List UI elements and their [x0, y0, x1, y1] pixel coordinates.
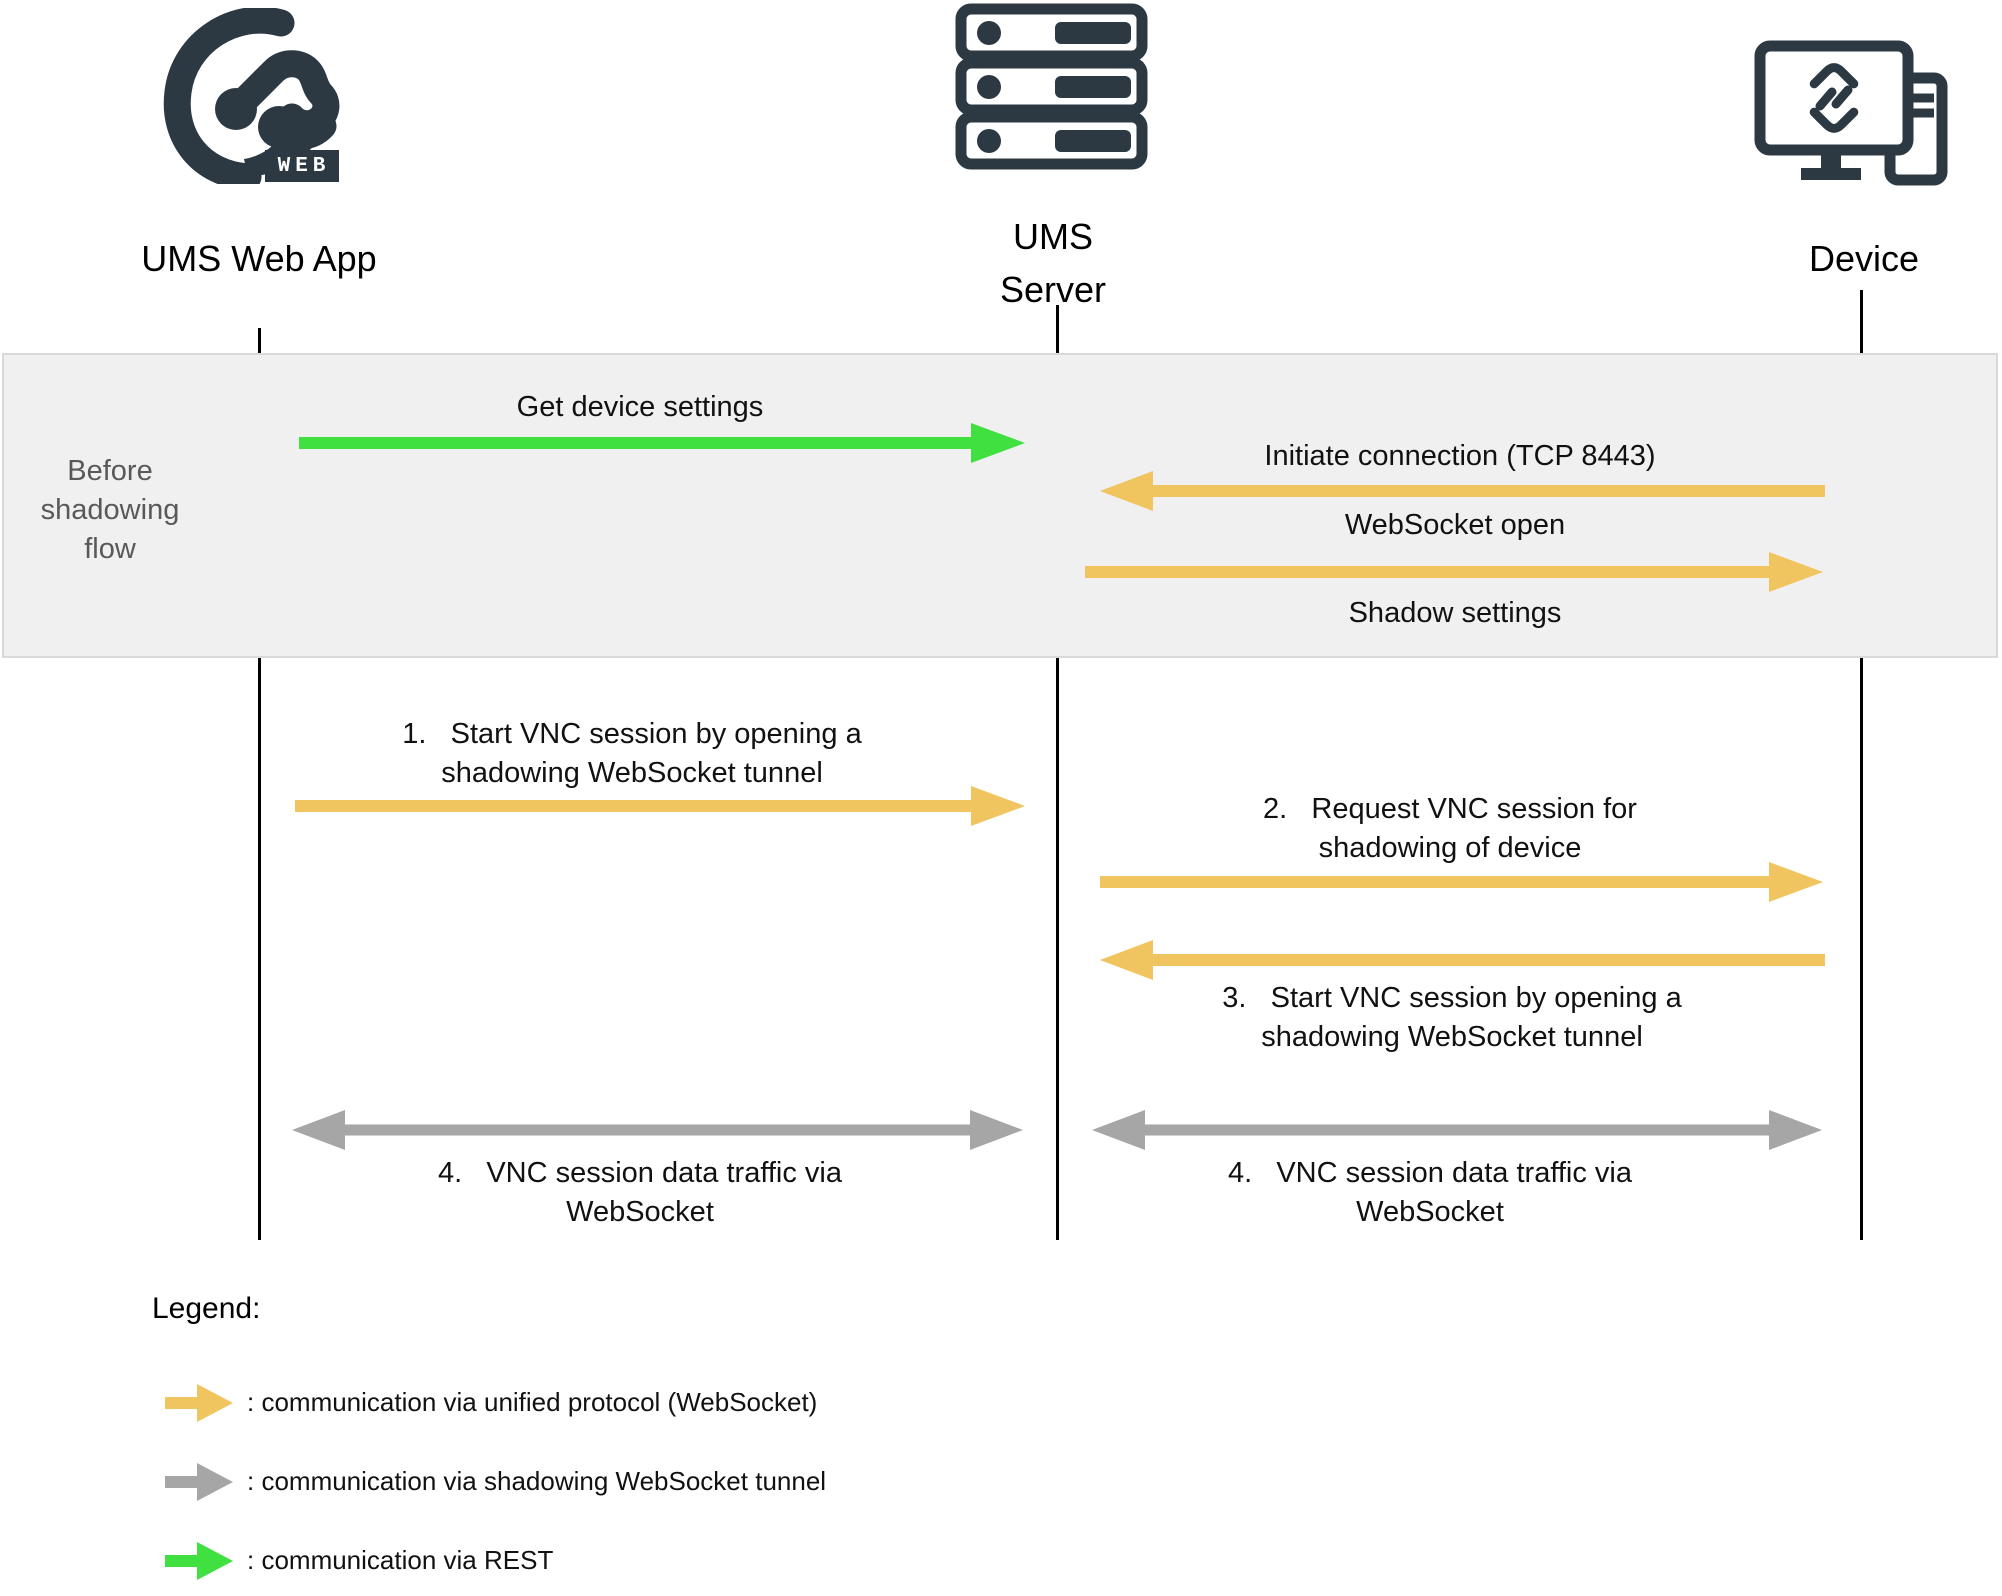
before-shadowing-label: Before shadowing flow [10, 452, 210, 569]
message-step3-line2: shadowing WebSocket tunnel [1261, 1021, 1643, 1053]
before-shadowing-label-line1: Before [67, 455, 153, 487]
arrow-step4-server-device [1092, 1108, 1822, 1152]
legend-green-arrow-icon [165, 1540, 235, 1584]
message-shadow-settings: Shadow settings [1205, 594, 1705, 633]
message-step4-left-line2: WebSocket [566, 1196, 714, 1228]
ums-web-app-logo-icon [160, 8, 340, 184]
legend-yellow-arrow-icon [165, 1382, 235, 1426]
message-step2-line2: shadowing of device [1318, 832, 1582, 864]
arrow-step2 [1100, 860, 1823, 904]
before-shadowing-label-line2: shadowing [40, 494, 180, 526]
arrow-step1 [295, 784, 1025, 828]
web-badge: WEB [265, 150, 339, 182]
message-step1: 1. Start VNC session by opening a shadow… [332, 715, 932, 793]
lifeline-ums-web-app [258, 328, 261, 1240]
legend-label-unified-protocol: : communication via unified protocol (We… [247, 1387, 818, 1417]
message-step4-left-line1: 4. VNC session data traffic via [437, 1157, 843, 1189]
message-step3: 3. Start VNC session by opening a shadow… [1152, 979, 1752, 1057]
arrow-step4-webapp-server [292, 1108, 1023, 1152]
message-get-device-settings: Get device settings [440, 388, 840, 427]
legend-gray-arrow-icon [165, 1461, 235, 1505]
message-step1-line1: 1. Start VNC session by opening a [402, 718, 862, 750]
server-icon [955, 3, 1148, 170]
arrow-websocket-open [1085, 550, 1823, 594]
message-initiate-connection: Initiate connection (TCP 8443) [1210, 437, 1710, 476]
message-step4-right-line2: WebSocket [1356, 1196, 1504, 1228]
actor-label-ums-server-line1: UMS [1013, 216, 1093, 257]
message-websocket-open-text: WebSocket open [1344, 509, 1566, 541]
actor-label-ums-web-app: UMS Web App [141, 238, 377, 279]
before-shadowing-label-line3: flow [84, 533, 136, 565]
actor-label-ums-server: UMS Server [903, 210, 1203, 316]
actor-label-device: Device [1808, 238, 1920, 279]
legend-label-shadowing-tunnel: : communication via shadowing WebSocket … [247, 1466, 827, 1496]
message-step4-right: 4. VNC session data traffic via WebSocke… [1130, 1154, 1730, 1232]
message-step2: 2. Request VNC session for shadowing of … [1150, 790, 1750, 868]
before-shadowing-band [2, 353, 1998, 658]
legend-title: Legend: [152, 1292, 261, 1325]
message-shadow-settings-text: Shadow settings [1348, 597, 1562, 629]
lifeline-ums-server [1056, 305, 1059, 1240]
arrow-step3 [1100, 938, 1825, 982]
message-get-device-settings-text: Get device settings [516, 391, 764, 423]
message-step2-line1: 2. Request VNC session for [1263, 793, 1637, 825]
message-step1-line2: shadowing WebSocket tunnel [441, 757, 823, 789]
device-icon [1752, 38, 1948, 186]
arrow-initiate-connection [1100, 469, 1825, 513]
message-step3-line1: 3. Start VNC session by opening a [1222, 982, 1682, 1014]
legend-label-rest: : communication via REST [247, 1545, 554, 1575]
message-step4-left: 4. VNC session data traffic via WebSocke… [340, 1154, 940, 1232]
arrow-get-device-settings [299, 421, 1025, 465]
message-step4-right-line1: 4. VNC session data traffic via [1227, 1157, 1633, 1189]
actor-label-ums-server-line2: Server [999, 269, 1107, 310]
message-websocket-open: WebSocket open [1205, 506, 1705, 545]
lifeline-device [1860, 290, 1863, 1240]
message-initiate-connection-text: Initiate connection (TCP 8443) [1264, 440, 1656, 472]
